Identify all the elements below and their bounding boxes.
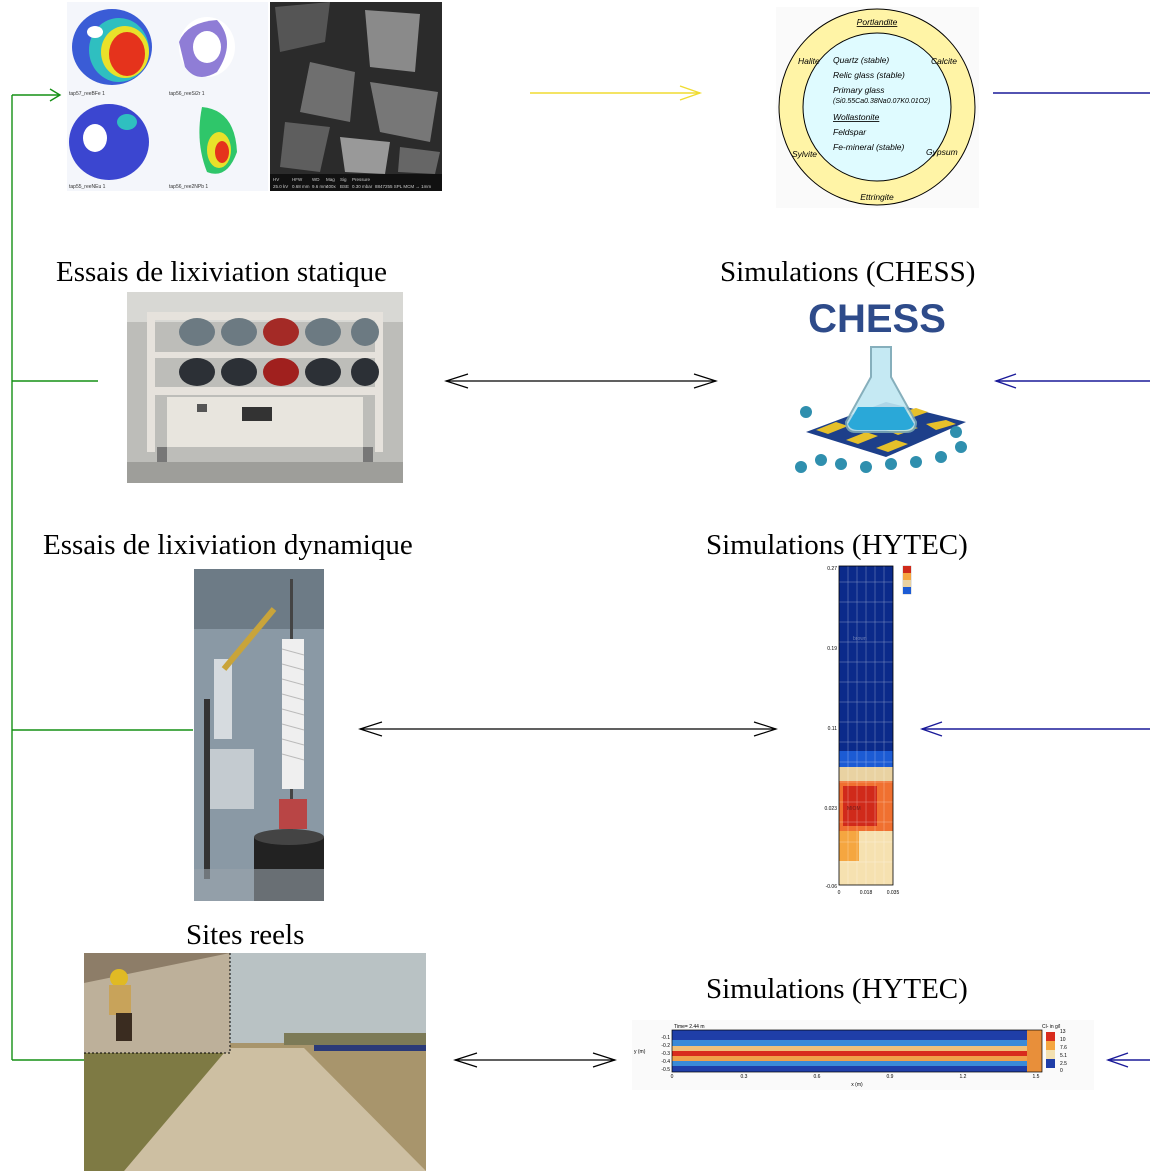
title-chess: Simulations (CHESS) <box>720 256 976 288</box>
mineral-diagram: Portlandite Calcite Gypsum Ettringite Sy… <box>776 7 979 208</box>
hytec-sec-ylabel: y (m) <box>634 1049 646 1055</box>
sem-footer-sigval: BSE <box>340 184 349 189</box>
sem-footer-id: 8847255 SPL MCM → 1mm <box>375 184 431 189</box>
chess-logo: CHESS <box>776 292 979 482</box>
hytec-column-plot: 0.27 0.19 0.11 0.023 -0.06 0 0.018 0.035… <box>815 562 920 900</box>
hytec-sec-ytick-0: -0.1 <box>661 1035 670 1041</box>
element-maps-image: tap57_reeBFe 1 tap56_reeSi2r 1 tap55_ree… <box>67 2 268 191</box>
hytec-sec-xtick-2: 0.6 <box>814 1074 821 1080</box>
sem-footer-sig: Sig <box>340 177 347 182</box>
sem-footer-hv: HV <box>273 177 279 182</box>
hytec-sec-ytick-4: -0.5 <box>661 1067 670 1073</box>
hytec-col-ytick-2: 0.11 <box>828 726 838 732</box>
mineral-portlandite: Portlandite <box>857 17 898 27</box>
yellow-arrow <box>530 85 703 101</box>
hytec-col-ytick-4: -0.06 <box>826 884 838 890</box>
hytec-sec-legend-4: 2.5 <box>1060 1061 1067 1067</box>
hytec-col-xtick-1: 0.018 <box>860 890 873 896</box>
mineral-fe-mineral: Fe-mineral (stable) <box>833 142 904 152</box>
hytec-col-ytick-1: 0.19 <box>827 646 837 652</box>
hytec-sec-xtick-5: 1.5 <box>1033 1074 1040 1080</box>
hytec-sec-xtick-1: 0.3 <box>741 1074 748 1080</box>
map-label-3: tap55_reeNEu 1 <box>69 184 106 190</box>
hytec-sec-ytick-1: -0.2 <box>661 1043 670 1049</box>
hytec-section-plot: Time= 2.44 m Cl- in g/l 13 10 7.6 5.1 2.… <box>632 1020 1094 1090</box>
blue-arrows <box>919 92 1150 1068</box>
hytec-sec-xtick-4: 1.2 <box>960 1074 967 1080</box>
mineral-gypsum: Gypsum <box>926 147 958 157</box>
hytec-sec-xtick-0: 0 <box>671 1074 674 1080</box>
title-static-leaching: Essais de lixiviation statique <box>56 256 388 288</box>
sem-footer-mag: Mag <box>326 177 335 182</box>
sem-footer-wd: WD <box>312 177 320 182</box>
mineral-relic-glass: Relic glass (stable) <box>833 70 905 80</box>
dynamic-leaching-photo <box>194 569 324 901</box>
green-connector <box>11 88 193 1061</box>
real-site-photo <box>84 953 426 1171</box>
title-hytec-section: Simulations (HYTEC) <box>706 973 968 1005</box>
hytec-sec-legend-3: 5.1 <box>1060 1053 1067 1059</box>
sem-footer-wdval: 9.6 mm <box>312 184 327 189</box>
mineral-quartz: Quartz (stable) <box>833 55 889 65</box>
sem-footer-hfw: HFW <box>292 177 303 182</box>
static-leaching-photo <box>127 292 403 483</box>
sem-footer-pressure: Pressure <box>352 177 371 182</box>
map-label-4: tap56_ree2NPb 1 <box>169 184 208 190</box>
hytec-sec-legend-2: 7.6 <box>1060 1045 1067 1051</box>
mineral-ettringite: Ettringite <box>860 192 894 202</box>
hytec-col-xtick-0: 0 <box>838 890 841 896</box>
mineral-primary-glass: Primary glass <box>833 85 885 95</box>
hytec-col-xtick-2: 0.035 <box>887 890 900 896</box>
sem-footer-magval: 400x <box>326 184 337 189</box>
map-label-1: tap57_reeBFe 1 <box>69 91 105 97</box>
hytec-sec-xtick-3: 0.9 <box>887 1074 894 1080</box>
hytec-sec-time: Time= 2.44 m <box>674 1024 705 1030</box>
hytec-col-zone-2: MIOM <box>847 806 861 812</box>
mineral-sylvite: Sylvite <box>792 149 817 159</box>
hytec-sec-ytick-2: -0.3 <box>661 1051 670 1057</box>
mineral-wollastonite: Wollastonite <box>833 112 880 122</box>
sem-footer-mm: 0.68 mm <box>292 184 310 189</box>
element-maps-panel: tap57_reeBFe 1 tap56_reeSi2r 1 tap55_ree… <box>67 2 268 191</box>
sem-footer-kv: 25.0 kV <box>273 184 288 189</box>
mineral-halite: Halite <box>798 56 820 66</box>
mineral-feldspar: Feldspar <box>833 127 867 137</box>
sem-footer-pval: 0.30 mbar <box>352 184 373 189</box>
sem-image: HV HFW WD Mag Sig Pressure 25.0 kV 0.68 … <box>270 2 442 191</box>
hytec-sec-ytick-3: -0.4 <box>661 1059 670 1065</box>
title-real-sites: Sites reels <box>186 919 305 951</box>
hytec-sec-legend-1: 10 <box>1060 1037 1066 1043</box>
hytec-col-ytick-3: 0.023 <box>824 806 837 812</box>
hytec-sec-legend-0: 13 <box>1060 1029 1066 1035</box>
title-hytec-column: Simulations (HYTEC) <box>706 529 968 561</box>
hytec-sec-xlabel: x (m) <box>851 1082 863 1088</box>
hytec-sec-legend-title: Cl- in g/l <box>1042 1024 1060 1030</box>
hytec-sec-legend-5: 0 <box>1060 1068 1063 1074</box>
chess-logo-text: CHESS <box>808 297 946 341</box>
title-dynamic-leaching: Essais de lixiviation dynamique <box>43 529 413 561</box>
mineral-calcite: Calcite <box>931 56 957 66</box>
hytec-col-zone-1: brown <box>853 636 867 642</box>
mineral-formula: (Si0.55Ca0.38Na0.07K0.01O2) <box>833 98 930 105</box>
hytec-col-ytick-0: 0.27 <box>827 566 837 572</box>
map-label-2: tap56_reeSi2r 1 <box>169 91 205 97</box>
